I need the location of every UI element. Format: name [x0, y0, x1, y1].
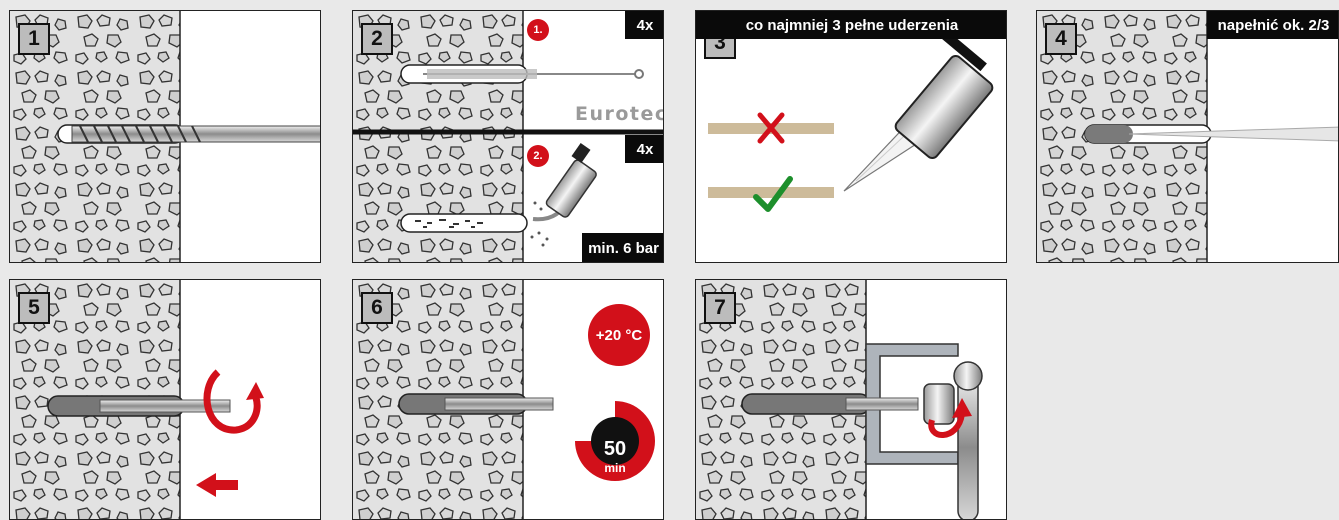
step-number-badge: 4: [1045, 23, 1077, 55]
injection-cartridge: [843, 28, 994, 192]
step-4-illustration: [1037, 11, 1338, 262]
brand-logo: Eurotec: [575, 103, 664, 125]
curing-time-unit: min: [604, 461, 626, 475]
step-1-illustration: [10, 11, 320, 262]
air-blower: [530, 143, 597, 247]
curing-timer-icon: [575, 401, 655, 481]
pressure-badge: min. 6 bar: [582, 233, 663, 262]
threaded-rod: [444, 397, 554, 411]
repeat-count-badge: 4x: [625, 135, 663, 163]
threaded-rod: [99, 399, 231, 413]
torque-wrench: [923, 361, 983, 519]
step-number-badge: 5: [18, 292, 50, 324]
threaded-rod: [845, 397, 919, 411]
step-5-panel: 5: [9, 279, 321, 520]
cross-mark-icon: [757, 112, 785, 144]
curing-time: 50 min: [592, 438, 638, 475]
rotate-arrow-icon: [203, 369, 264, 434]
instruction-banner: co najmniej 3 pełne uderzenia: [696, 11, 1006, 39]
drill-bit: [71, 125, 320, 143]
step-2-illustration: [353, 11, 663, 262]
step-6-illustration: [353, 280, 655, 519]
substep-1-badge: 1.: [527, 19, 549, 41]
repeat-count-badge: 4x: [625, 11, 663, 39]
mixing-nozzle: [1128, 126, 1338, 142]
step-3-illustration: [708, 28, 994, 212]
step-number-badge: 6: [361, 292, 393, 324]
step-number-badge: 2: [361, 23, 393, 55]
check-mark-icon: [753, 176, 793, 212]
fixture-bracket: [865, 343, 959, 465]
step-number-badge: 7: [704, 292, 736, 324]
step-2-panel: 2 1. 4x Eurotec 2. 4x min. 6 bar: [352, 10, 664, 263]
test-board-accepted: [708, 187, 834, 198]
step-4-panel: 4 napełnić ok. 2/3: [1036, 10, 1339, 263]
instruction-banner: napełnić ok. 2/3: [1207, 11, 1338, 39]
substep-2-badge: 2.: [527, 145, 549, 167]
step-5-illustration: [10, 280, 264, 519]
step-7-illustration: [696, 280, 983, 519]
step-7-panel: 7: [695, 279, 1007, 520]
step-number-badge: 1: [18, 23, 50, 55]
step-1-panel: 1: [9, 10, 321, 263]
rotate-arrow-icon: [928, 398, 972, 438]
cleaning-brush: [423, 69, 644, 79]
step-3-panel: 3 co najmniej 3 pełne uderzenia: [695, 10, 1007, 263]
temperature-badge: +20 °C: [588, 304, 650, 366]
curing-time-value: 50: [603, 438, 627, 460]
step-6-panel: 6 +20 °C 50 min: [352, 279, 664, 520]
push-arrow-icon: [196, 473, 238, 497]
